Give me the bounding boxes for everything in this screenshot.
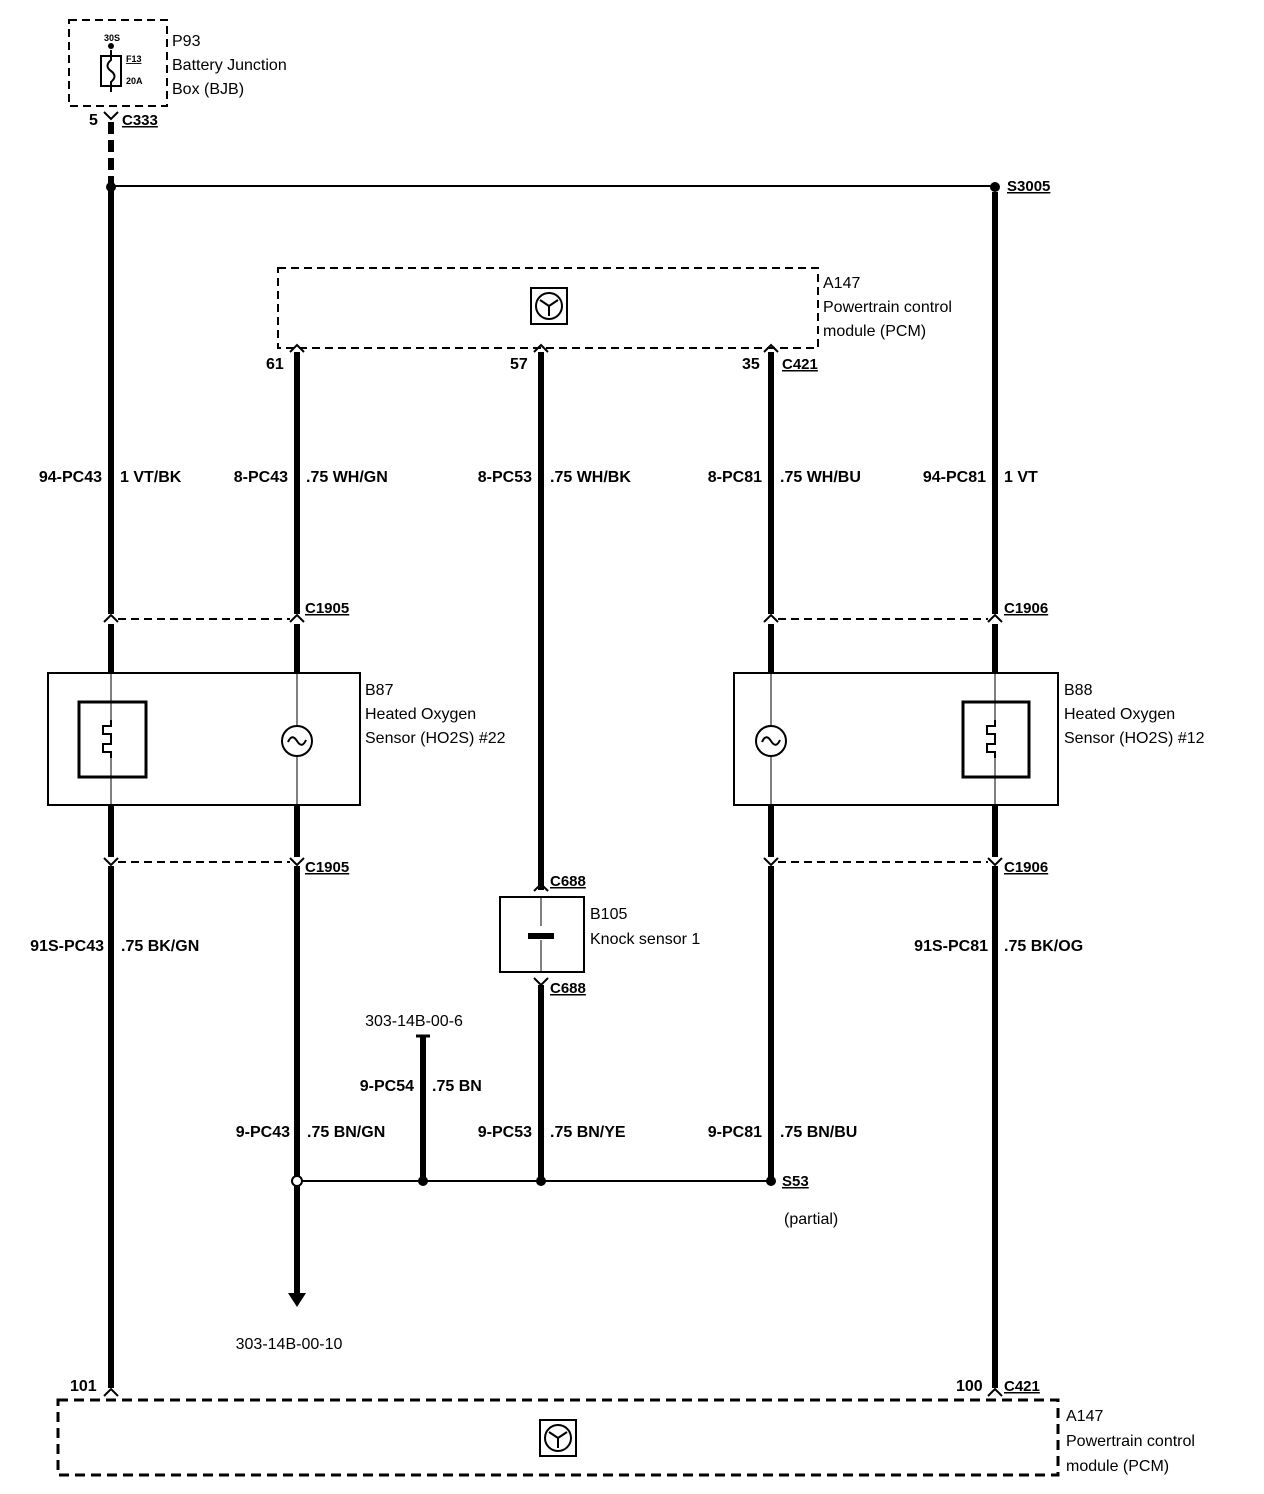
splice-node (291, 1175, 303, 1187)
b105-id: B105 (590, 906, 627, 923)
wire-label-spec: 1 VT/BK (120, 469, 182, 486)
reference-up: 303-14B-00-6 (365, 1013, 463, 1030)
splice-node (418, 1176, 428, 1186)
wire-label-circuit: 9-PC43 (236, 1124, 290, 1141)
bjb-id: P93 (172, 33, 201, 50)
wire-label-circuit: 94-PC81 (923, 469, 986, 486)
c688-bottom-connector: C688 (550, 980, 586, 997)
pcm-top-line2: module (PCM) (823, 323, 926, 340)
b105-line1: Knock sensor 1 (590, 931, 700, 948)
c333-connector: C333 (122, 112, 158, 129)
wire-label-circuit: 91S-PC81 (914, 938, 988, 955)
b87-line2: Sensor (HO2S) #22 (365, 730, 506, 747)
c1905-top-connector: C1905 (305, 600, 349, 617)
pcm-bottom-id: A147 (1066, 1408, 1103, 1425)
wire-label-spec: .75 WH/BU (780, 469, 861, 486)
wire-label-circuit: 8-PC43 (234, 469, 288, 486)
wire-label-circuit: 9-PC53 (478, 1124, 532, 1141)
knock-element-icon (528, 933, 554, 939)
pin-61: 61 (266, 356, 284, 373)
pcm-bottom: A147 Powertrain control module (PCM) (56, 1398, 1195, 1477)
b87-line1: Heated Oxygen (365, 706, 476, 723)
bjb-line2: Box (BJB) (172, 81, 244, 98)
wire-label-circuit: 8-PC53 (478, 469, 532, 486)
splice-node (990, 182, 1000, 192)
wire-label-circuit: 9-PC81 (708, 1124, 762, 1141)
c688-top-connector: C688 (550, 873, 586, 890)
fuse-id: F13 (126, 54, 142, 64)
b87-id: B87 (365, 682, 394, 699)
wire-label-circuit: 8-PC81 (708, 469, 762, 486)
pin-35: 35 (742, 356, 760, 373)
pcm-bottom-line1: Powertrain control (1066, 1433, 1195, 1450)
pin-101: 101 (70, 1378, 97, 1395)
pcm-top-id: A147 (823, 275, 860, 292)
wire-label-spec: .75 WH/BK (550, 469, 631, 486)
fuse-terminal-label: 30S (104, 33, 120, 43)
fuse-rating: 20A (126, 76, 143, 86)
wire-label-spec: 1 VT (1004, 469, 1038, 486)
knock-sensor: B105 Knock sensor 1 (499, 896, 700, 973)
bjb-line1: Battery Junction (172, 57, 287, 74)
b88-line1: Heated Oxygen (1064, 706, 1175, 723)
wire-label-spec: .75 BN/GN (307, 1124, 385, 1141)
c1906-bottom-connector: C1906 (1004, 859, 1048, 876)
wire-label-circuit: 9-PC54 (360, 1078, 414, 1095)
wire-label-circuit: 91S-PC43 (30, 938, 104, 955)
wire-label-spec: .75 BN/BU (780, 1124, 857, 1141)
heater-element-icon (961, 700, 1031, 779)
wire-label-spec: .75 BK/OG (1004, 938, 1083, 955)
b88-id: B88 (1064, 682, 1093, 699)
reference-down: 303-14B-00-10 (236, 1336, 343, 1353)
s53-splice: S53 (782, 1173, 809, 1190)
wire-label-spec: .75 BN/YE (550, 1124, 626, 1141)
pcm-top: A147 Powertrain control module (PCM) (277, 267, 952, 349)
battery-junction-box: 30S F13 20A P93 Battery Junction Box (BJ… (68, 19, 287, 107)
pin-57: 57 (510, 356, 528, 373)
heater-element-icon (77, 700, 148, 779)
ho2s-12-sensor: B88 Heated Oxygen Sensor (HO2S) #12 (733, 672, 1205, 806)
c333-pin: 5 (89, 112, 98, 129)
pcm-module-icon (530, 287, 568, 325)
splice-node (766, 1176, 776, 1186)
pcm-top-line1: Powertrain control (823, 299, 952, 316)
b88-line2: Sensor (HO2S) #12 (1064, 730, 1205, 747)
wire-label-spec: .75 BN (432, 1078, 482, 1095)
c421-top-connector: C421 (782, 356, 818, 373)
arrow-down-icon (288, 1293, 306, 1307)
pcm-bottom-line2: module (PCM) (1066, 1458, 1169, 1475)
c421-bottom-connector: C421 (1004, 1378, 1040, 1395)
wire-label-spec: .75 WH/GN (306, 469, 388, 486)
wire-label-spec: .75 BK/GN (121, 938, 199, 955)
c1905-bottom-connector: C1905 (305, 859, 349, 876)
splice-node (536, 1176, 546, 1186)
s3005-splice: S3005 (1007, 178, 1050, 195)
wire-label-circuit: 94-PC43 (39, 469, 102, 486)
s53-note: (partial) (784, 1211, 838, 1228)
pin-100: 100 (956, 1378, 983, 1395)
pcm-module-icon (539, 1419, 577, 1457)
ho2s-22-sensor: B87 Heated Oxygen Sensor (HO2S) #22 (47, 672, 506, 806)
c1906-top-connector: C1906 (1004, 600, 1048, 617)
